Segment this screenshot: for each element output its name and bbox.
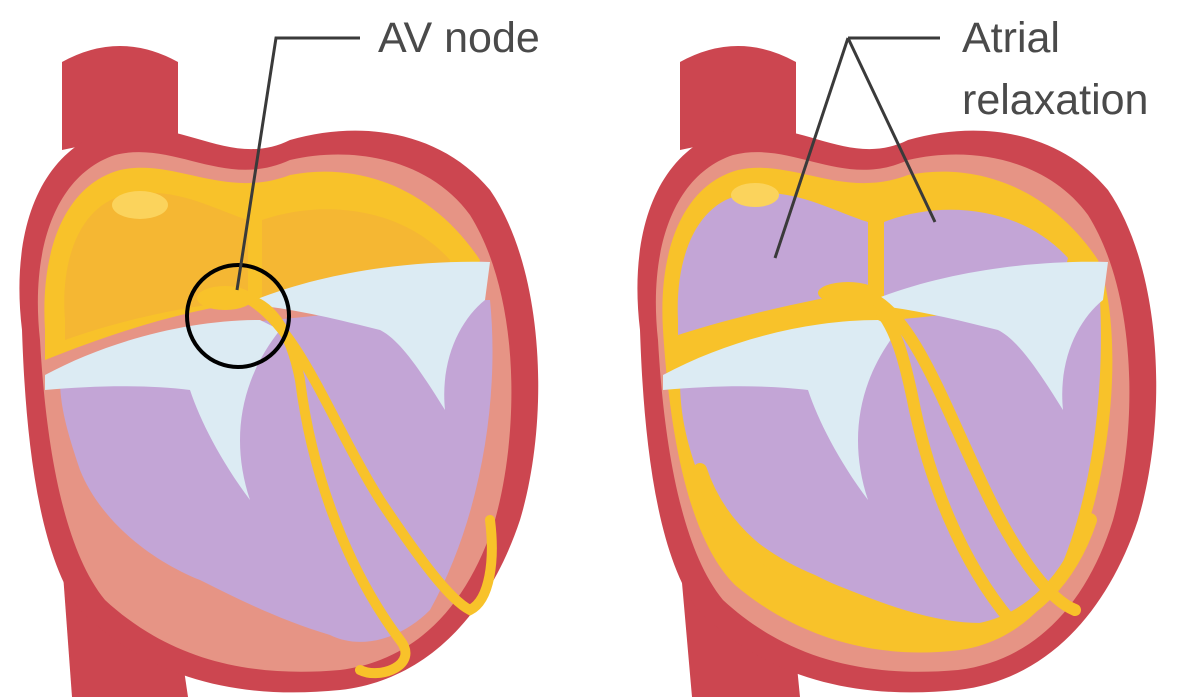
av-node-label: AV node [378,14,540,62]
atrial-relaxation-label-line1: Atrial [962,14,1060,62]
left-atrium-highlight [112,191,168,219]
right-heart [637,38,1156,697]
right-atrium-highlight [731,183,779,207]
atrial-relaxation-label-line2: relaxation [962,76,1148,124]
left-heart [19,38,538,697]
av-node [197,286,253,310]
